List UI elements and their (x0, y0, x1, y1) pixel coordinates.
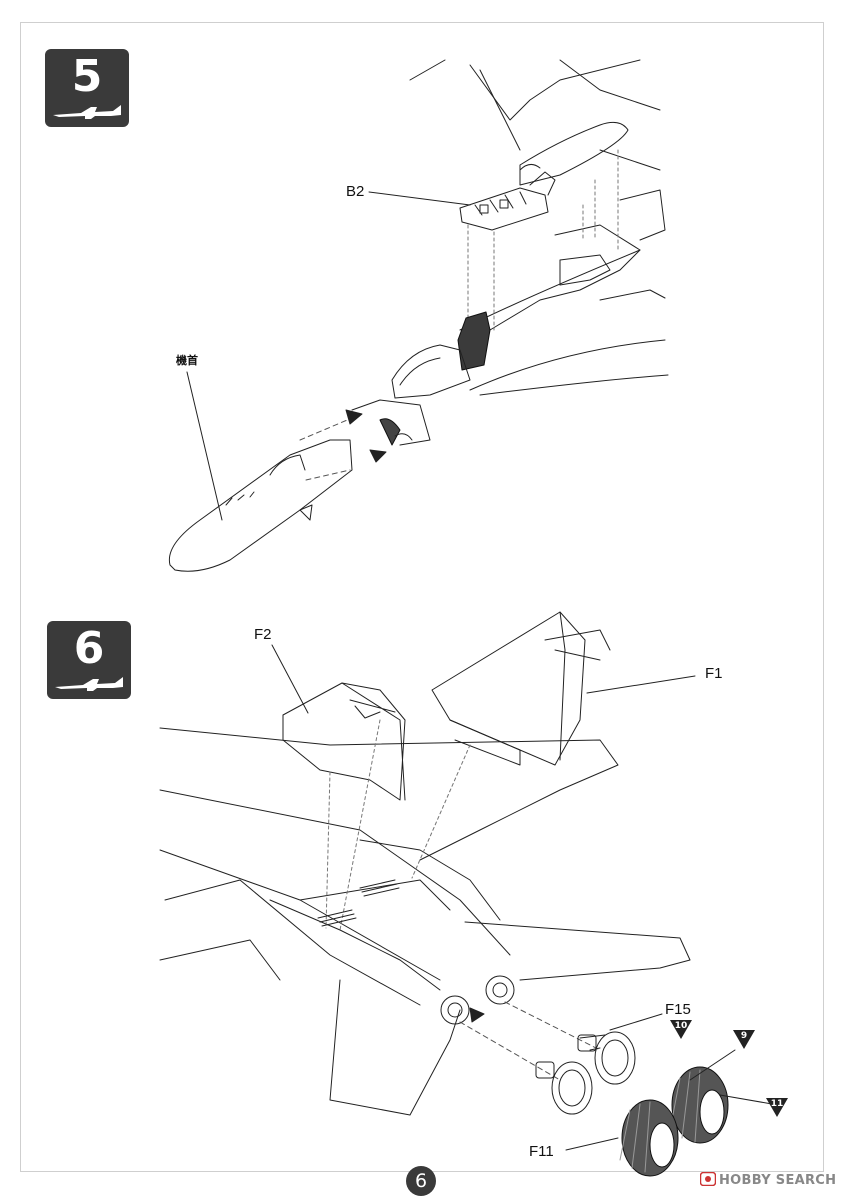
marker-9: 9 (733, 1030, 755, 1050)
part-label-nose: 機首 (176, 354, 198, 367)
step-6-badge: 6 (47, 621, 131, 699)
step6-fuselage (159, 611, 773, 1177)
marker-10: 10 (670, 1020, 692, 1040)
step-5-badge: 5 (45, 49, 129, 127)
marker-number: 11 (770, 1099, 784, 1109)
marker-11: 11 (766, 1098, 788, 1118)
triangle-marker-icon (766, 1098, 788, 1117)
jet-silhouette-icon (55, 677, 123, 691)
page-number: 6 (406, 1166, 436, 1196)
jet-silhouette-icon (53, 105, 121, 119)
watermark-text: HOBBY SEARCH (719, 1173, 837, 1188)
marker-number: 10 (674, 1021, 688, 1031)
triangle-marker-icon (670, 1020, 692, 1039)
triangle-marker-icon (733, 1030, 755, 1049)
hobbysearch-logo-icon (699, 1171, 717, 1187)
marker-number: 9 (740, 1031, 748, 1041)
step-number: 6 (73, 623, 105, 674)
part-label-f15: F15 (665, 1001, 691, 1018)
step-number: 5 (71, 51, 103, 102)
part-label-b2: B2 (346, 183, 365, 200)
step5-fuselage (168, 59, 669, 572)
part-label-f11: F11 (529, 1143, 554, 1160)
part-label-f1: F1 (705, 665, 723, 682)
part-label-f2: F2 (254, 626, 272, 643)
watermark: HOBBY SEARCH (699, 1171, 837, 1190)
